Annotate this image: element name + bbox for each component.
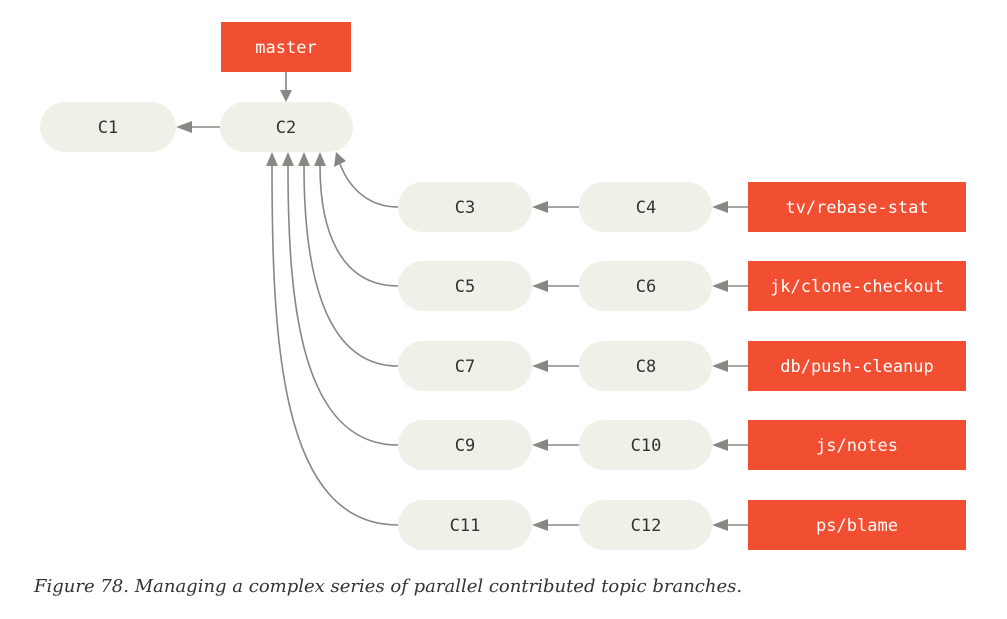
commit-c4: C4 xyxy=(579,182,712,232)
commit-c6: C6 xyxy=(579,261,712,311)
branch-diagram: master C1 C2 C3 C4 tv/rebase-stat C5 C6 … xyxy=(40,22,966,550)
branch-label-db: db/push-cleanup xyxy=(780,357,934,377)
row-arrows xyxy=(532,201,748,531)
commit-c12: C12 xyxy=(579,500,712,550)
commit-c9: C9 xyxy=(398,420,532,470)
commit-label: C11 xyxy=(450,516,481,536)
commit-c2: C2 xyxy=(220,102,353,152)
branch-label-master: master xyxy=(255,38,316,58)
arrow-head xyxy=(280,90,292,102)
commit-c10: C10 xyxy=(579,420,712,470)
commit-label: C1 xyxy=(98,118,118,138)
commit-label: C12 xyxy=(631,516,662,536)
commit-label: C8 xyxy=(636,357,656,377)
branch-db: db/push-cleanup xyxy=(748,341,966,391)
branch-jk: jk/clone-checkout xyxy=(748,261,966,311)
branch-label-js: js/notes xyxy=(816,436,898,456)
figure-caption: Figure 78. Managing a complex series of … xyxy=(34,576,743,597)
commit-label: C9 xyxy=(455,436,475,456)
commit-label: C4 xyxy=(636,198,656,218)
commit-label: C10 xyxy=(631,436,662,456)
branch-label-ps: ps/blame xyxy=(816,516,898,536)
arrows xyxy=(176,72,748,531)
commit-label: C2 xyxy=(276,118,296,138)
arrow-head xyxy=(176,121,192,133)
branch-master: master xyxy=(221,22,351,72)
commit-c5: C5 xyxy=(398,261,532,311)
commit-label: C3 xyxy=(455,198,475,218)
commit-label: C7 xyxy=(455,357,475,377)
curved-arrows xyxy=(266,152,399,526)
branch-label-jk: jk/clone-checkout xyxy=(770,277,944,297)
commit-c1: C1 xyxy=(40,102,176,152)
commit-label: C5 xyxy=(455,277,475,297)
branch-label-tv: tv/rebase-stat xyxy=(785,198,928,218)
commit-c3: C3 xyxy=(398,182,532,232)
commit-c11: C11 xyxy=(398,500,532,550)
branch-ps: ps/blame xyxy=(748,500,966,550)
commit-c7: C7 xyxy=(398,341,532,391)
branch-tv: tv/rebase-stat xyxy=(748,182,966,232)
commit-c8: C8 xyxy=(579,341,712,391)
commit-label: C6 xyxy=(636,277,656,297)
branch-js: js/notes xyxy=(748,420,966,470)
